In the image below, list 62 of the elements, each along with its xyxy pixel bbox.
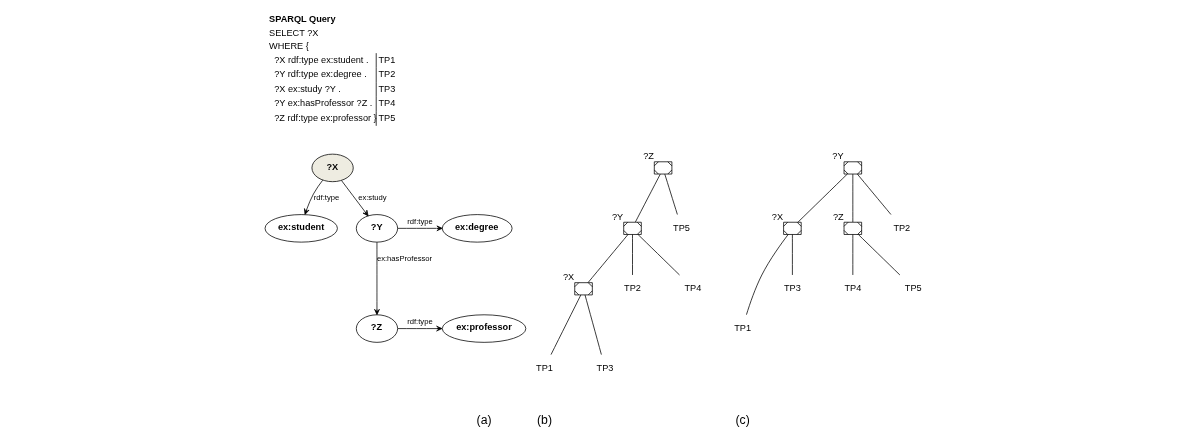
node-label: ?Y <box>611 211 623 222</box>
edge-label: rdf:type <box>313 193 339 203</box>
node-text: TP1 <box>535 362 553 373</box>
label: TP4 <box>378 98 395 109</box>
label: TP5 <box>378 112 395 123</box>
connector <box>663 173 678 215</box>
label: TP1 <box>378 54 395 65</box>
connector <box>584 294 602 355</box>
node-text: TP3 <box>783 283 801 294</box>
node-ellipse: ex:professor <box>441 314 526 343</box>
node-label: ?Z <box>642 151 654 162</box>
connector <box>791 234 793 276</box>
connector <box>856 173 891 215</box>
label: ?Y rdf:type ex:degree . <box>273 69 367 80</box>
node-label: ?X <box>562 272 574 283</box>
node-ellipse: ?Y <box>355 214 398 243</box>
edge-label: rdf:type <box>406 316 433 326</box>
arrow <box>303 179 323 215</box>
arrow <box>340 180 369 217</box>
arrow <box>373 241 380 316</box>
connector <box>631 234 633 276</box>
edge-label: rdf:type <box>406 216 433 226</box>
node-text: TP4 <box>843 283 861 294</box>
node-ellipse: ?X <box>311 153 354 183</box>
node-ellipse: ex:student <box>264 214 338 243</box>
node-text: TP3 <box>596 362 613 373</box>
label: WHERE { <box>268 41 309 52</box>
arrow <box>397 325 442 332</box>
connector <box>634 173 661 223</box>
label: ?X rdf:type ex:student . <box>273 54 369 65</box>
node-text: TP1 <box>733 322 751 333</box>
label: TP3 <box>378 83 395 94</box>
node-ellipse: ex:degree <box>441 214 512 243</box>
connector <box>550 294 581 355</box>
node-ellipse: ?Z <box>355 314 398 343</box>
connector <box>745 234 789 316</box>
node-label: ?Y <box>831 151 844 162</box>
label: (b) <box>536 413 552 428</box>
connector <box>851 173 853 223</box>
edge-label: ex:study <box>357 193 387 203</box>
label: ?Y ex:hasProfessor ?Z . <box>273 98 372 109</box>
node-text: TP5 <box>672 222 690 233</box>
label: TP2 <box>378 69 395 80</box>
connector <box>851 234 853 276</box>
arrow <box>396 225 443 232</box>
label: (c) <box>735 413 750 428</box>
connector <box>587 234 628 283</box>
node-text: TP2 <box>623 283 641 294</box>
node-text: TP4 <box>684 283 701 294</box>
node-text: TP2 <box>892 222 910 233</box>
label: ?Z rdf:type ex:professor } <box>273 112 377 123</box>
node-label: ?Z <box>832 211 844 222</box>
edge-label: ex:hasProfessor <box>376 253 432 263</box>
node-text: TP5 <box>904 283 922 294</box>
connector <box>637 234 680 276</box>
node-label: ?X <box>771 211 783 222</box>
connector <box>797 173 848 223</box>
label: SELECT ?X <box>268 28 318 39</box>
label: (a) <box>476 413 492 428</box>
label: ?X ex:study ?Y . <box>273 83 341 94</box>
label: SPARQL Query <box>268 14 336 25</box>
connector <box>857 234 900 276</box>
